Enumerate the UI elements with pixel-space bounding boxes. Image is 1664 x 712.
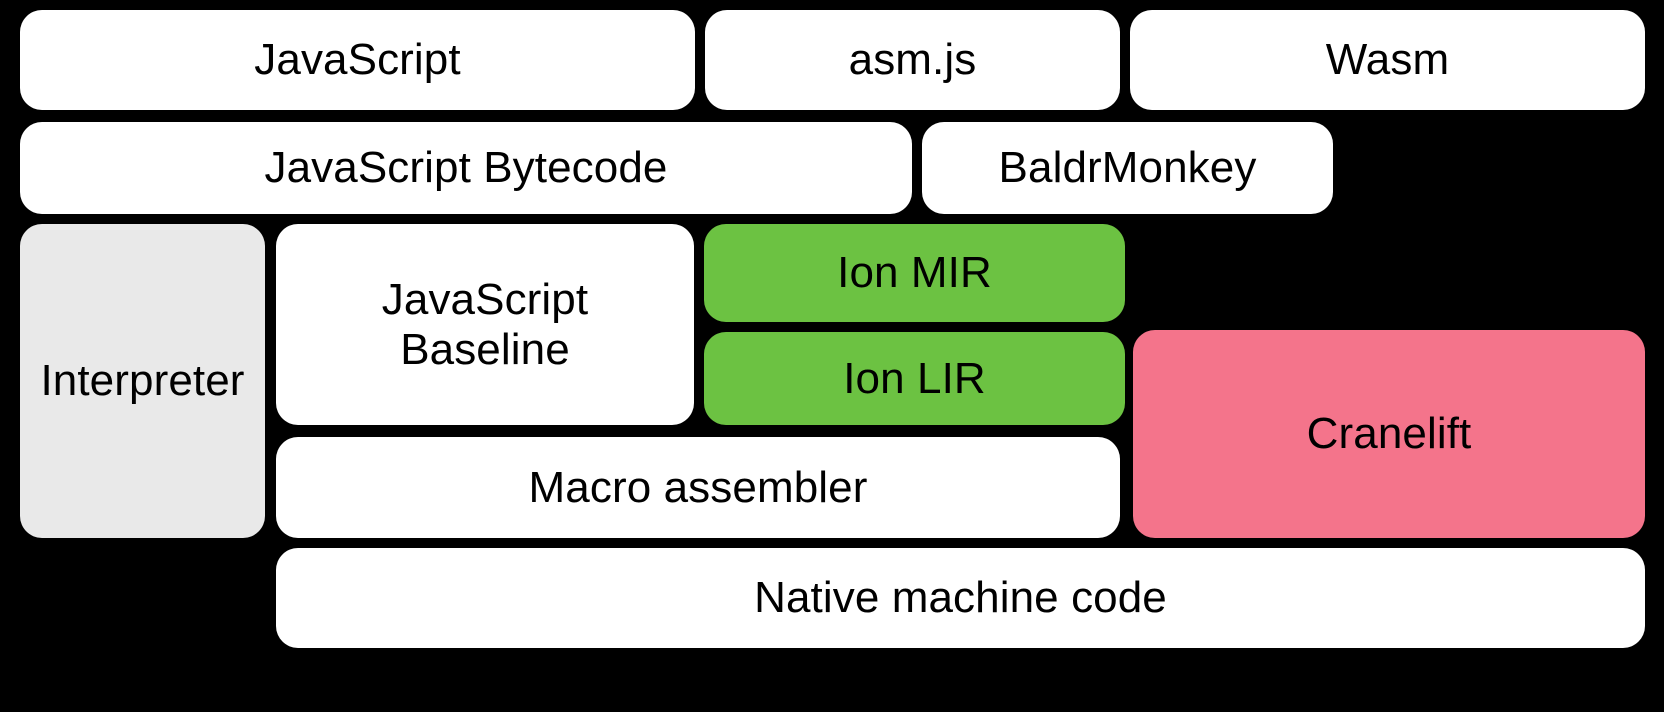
node-asm-js[interactable]: asm.js: [705, 10, 1120, 110]
node-wasm[interactable]: Wasm: [1130, 10, 1645, 110]
node-ion-mir[interactable]: Ion MIR: [704, 224, 1125, 322]
node-native-machine-code[interactable]: Native machine code: [276, 548, 1645, 648]
node-interpreter[interactable]: Interpreter: [20, 224, 265, 538]
node-macro-assembler[interactable]: Macro assembler: [276, 437, 1120, 538]
node-ion-lir[interactable]: Ion LIR: [704, 332, 1125, 425]
node-javascript-bytecode[interactable]: JavaScript Bytecode: [20, 122, 912, 214]
node-cranelift[interactable]: Cranelift: [1133, 330, 1645, 538]
node-javascript[interactable]: JavaScript: [20, 10, 695, 110]
node-javascript-baseline[interactable]: JavaScript Baseline: [276, 224, 694, 425]
node-baldrmonkey[interactable]: BaldrMonkey: [922, 122, 1333, 214]
